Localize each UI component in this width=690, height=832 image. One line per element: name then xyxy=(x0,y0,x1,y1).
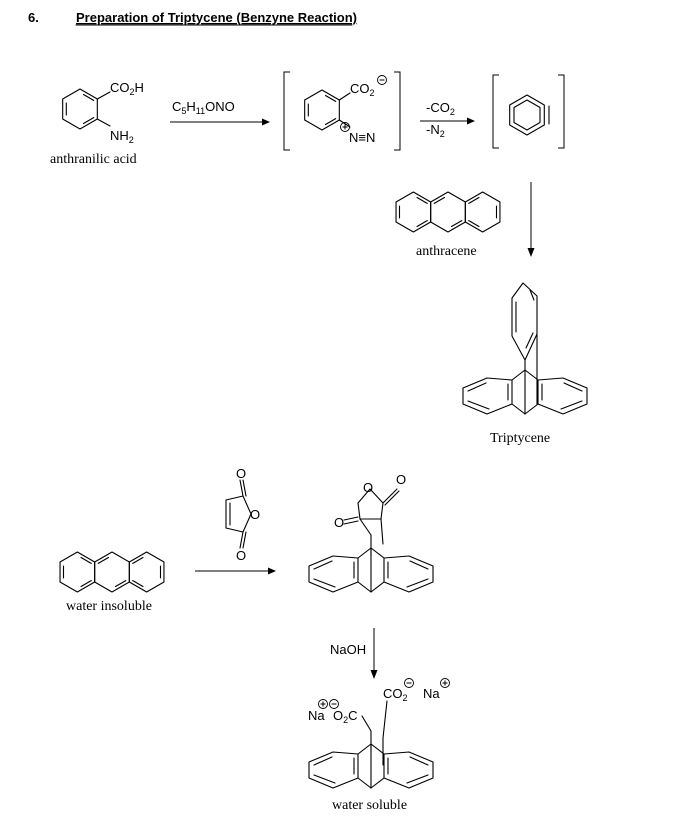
water-insoluble-label: water insoluble xyxy=(66,599,152,614)
adduct-carbonyl-oxygen-left: O xyxy=(334,515,344,530)
sodium-right: Na xyxy=(423,686,440,701)
isoamyl-nitrite-reagent: C5H11ONO xyxy=(172,99,235,116)
anthranilic-acid-label: anthranilic acid xyxy=(50,152,137,167)
triptycene-label: Triptycene xyxy=(490,431,550,446)
dicarboxylate-structure xyxy=(308,700,434,789)
reaction-arrow-5 xyxy=(370,628,378,679)
diazonium-carboxylate-structure xyxy=(304,89,351,131)
anhydride-oxygen-top: O xyxy=(236,466,246,481)
minus-charge-icon xyxy=(377,75,387,85)
adduct-ring-oxygen: O xyxy=(363,480,373,495)
sodium-left: Na xyxy=(308,708,325,723)
loss-co2-label: -CO2 xyxy=(426,100,455,117)
water-soluble-label: water soluble xyxy=(332,798,407,813)
plus-charge-right-icon xyxy=(440,678,450,688)
maleic-anhydride-structure xyxy=(225,479,252,549)
naoh-reagent: NaOH xyxy=(330,642,366,657)
reaction-arrow-2 xyxy=(420,117,475,125)
reaction-arrow-4 xyxy=(195,567,276,575)
anthracene-label: anthracene xyxy=(416,244,477,259)
diazonium-group: N≡N xyxy=(349,130,375,145)
section-title: Preparation of Triptycene (Benzyne React… xyxy=(76,10,357,25)
intermediate-bracket xyxy=(283,71,401,151)
benzyne-structure xyxy=(509,94,550,136)
anthracene-structure xyxy=(395,191,501,233)
anhydride-oxygen-bottom: O xyxy=(236,548,246,563)
plus-charge-left-icon xyxy=(318,699,328,709)
carboxylic-acid-group: CO2H xyxy=(110,80,144,97)
reaction-arrow-1 xyxy=(170,118,270,126)
loss-n2-label: -N2 xyxy=(426,122,445,139)
anthracene-reactant-structure xyxy=(59,551,165,593)
carboxylate-left-group: O2C xyxy=(333,708,358,725)
minus-charge-left-icon xyxy=(329,699,339,709)
minus-charge-right-icon xyxy=(404,678,414,688)
adduct-carbonyl-oxygen-right: O xyxy=(396,472,406,487)
plus-charge-icon xyxy=(340,122,350,132)
diels-alder-adduct-structure xyxy=(308,488,434,593)
anhydride-oxygen-ring: O xyxy=(250,507,260,522)
section-number: 6. xyxy=(28,10,39,25)
benzyne-bracket xyxy=(492,74,565,149)
carboxylate-right-group: CO2 xyxy=(383,686,408,703)
triptycene-structure xyxy=(462,282,588,415)
amino-group: NH2 xyxy=(110,128,134,145)
anthranilic-acid-structure xyxy=(62,88,111,130)
reaction-arrow-3 xyxy=(527,182,535,257)
carboxylate-group: CO2 xyxy=(350,81,375,98)
